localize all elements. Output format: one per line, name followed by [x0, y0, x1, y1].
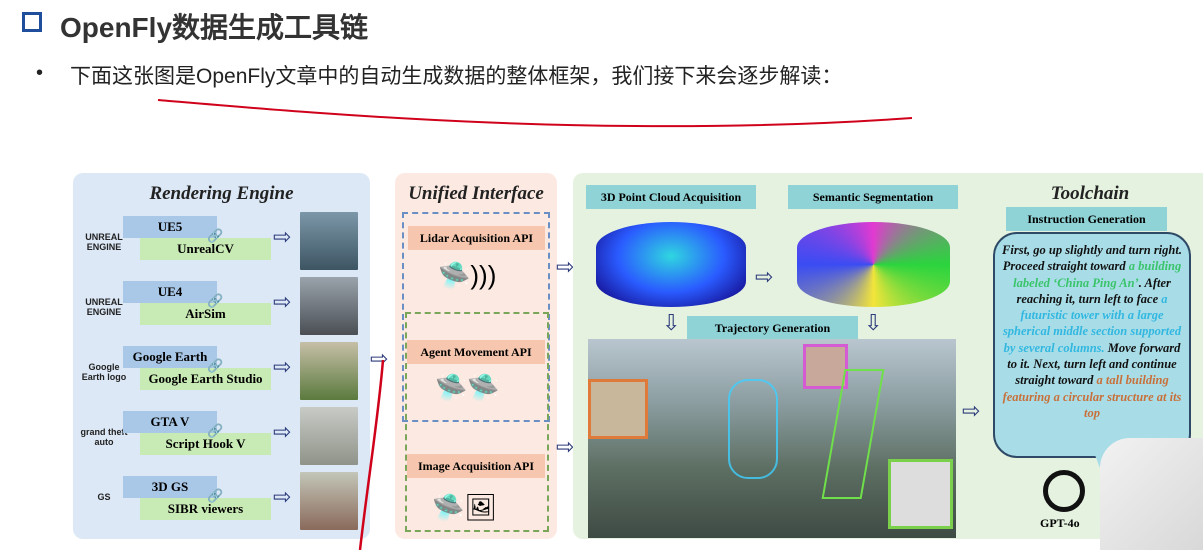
arrow-right-icon: ⇨: [273, 354, 292, 379]
title-square-icon: [22, 12, 42, 32]
engine-label: UE4: [123, 281, 217, 303]
api-group-dashed-blue: [402, 212, 550, 422]
engine-logo: GS: [97, 492, 111, 502]
speaker-video-overlay: [1100, 438, 1203, 550]
tool-label: AirSim: [140, 303, 271, 325]
render-thumbnail: [300, 407, 358, 465]
slide-bullet-text: 下面这张图是OpenFly文章中的自动生成数据的整体框架，我们接下来会逐步解读：: [70, 65, 843, 88]
instruction-text-segment: a building labeled ‘China Ping An’: [1013, 259, 1182, 290]
moving-drones-icon: 🛸🛸: [435, 372, 500, 402]
render-thumbnail: [300, 342, 358, 400]
api-group-dashed-green: [405, 312, 549, 532]
tool-label: Google Earth Studio: [140, 368, 271, 390]
arrow-right-icon: ⇨: [556, 254, 575, 279]
lidar-api-label: Lidar Acquisition API: [408, 226, 545, 250]
arrow-right-icon: ⇨: [556, 434, 575, 459]
render-thumbnail: [300, 277, 358, 335]
tool-label: Script Hook V: [140, 433, 271, 455]
engine-label: GTA V: [123, 411, 217, 433]
arrow-right-icon: ⇨: [755, 264, 774, 289]
instruction-generation-label: Instruction Generation: [1006, 207, 1167, 231]
point-cloud-image: [596, 222, 746, 307]
link-icon: 🔗: [207, 358, 224, 373]
engine-logo: UNREAL ENGINE: [85, 232, 123, 252]
agent-movement-api-label: Agent Movement API: [407, 340, 545, 364]
segmentation-label: Semantic Segmentation: [788, 185, 958, 209]
image-drone-icon: 🛸🖼: [432, 492, 498, 522]
segmentation-image: [797, 222, 950, 307]
arrow-right-icon: ⇨: [273, 224, 292, 249]
engine-logo: grand theft auto: [80, 427, 128, 447]
rendering-engine-title: Rendering Engine: [149, 183, 294, 204]
instruction-text-segment: a futuristic tower with a large spherica…: [1002, 291, 1182, 355]
arrow-right-icon: ⇨: [273, 484, 292, 509]
slide-title: OpenFly数据生成工具链: [60, 12, 369, 43]
engine-logo: Google Earth logo: [81, 362, 127, 382]
engine-label: UE5: [123, 216, 217, 238]
trajectory-label: Trajectory Generation: [687, 316, 858, 340]
image-api-label: Image Acquisition API: [407, 454, 545, 478]
instruction-speech-bubble: First, go up slightly and turn right. Pr…: [993, 232, 1191, 458]
engine-logo: UNREAL ENGINE: [85, 297, 123, 317]
tool-label: UnrealCV: [140, 238, 271, 260]
openai-logo-icon: [1043, 470, 1085, 512]
lidar-drone-icon: 🛸))): [438, 260, 497, 290]
city-trajectory-image: [588, 339, 956, 538]
link-icon: 🔗: [207, 488, 224, 503]
gpt-model-label: GPT-4o: [1040, 516, 1080, 530]
arrow-right-icon: ⇨: [273, 289, 292, 314]
arrow-down-icon: ⇩: [864, 310, 883, 335]
instruction-text-segment: . After reaching it, turn left to face: [1016, 275, 1171, 306]
render-thumbnail: [300, 212, 358, 270]
toolchain-title: Toolchain: [1050, 183, 1130, 204]
link-icon: 🔗: [207, 423, 224, 438]
tool-label: SIBR viewers: [140, 498, 271, 520]
link-icon: 🔗: [207, 293, 224, 308]
arrow-right-icon: ⇨: [273, 419, 292, 444]
instruction-text-segment: a tall building featuring a circular str…: [1002, 373, 1182, 420]
bullet-dot: •: [36, 62, 44, 84]
engine-label: Google Earth: [123, 346, 217, 368]
instruction-text-segment: First, go up slightly and turn right. Pr…: [1002, 243, 1182, 274]
link-icon: 🔗: [207, 228, 224, 243]
render-thumbnail: [300, 472, 358, 530]
arrow-right-icon: ⇨: [962, 398, 981, 423]
unified-interface-title: Unified Interface: [408, 183, 544, 204]
arrow-down-icon: ⇩: [662, 310, 681, 335]
engine-label: 3D GS: [123, 476, 217, 498]
point-cloud-label: 3D Point Cloud Acquisition: [586, 185, 756, 209]
instruction-text-segment: Move forward to it. Next, turn left and …: [1007, 340, 1181, 388]
